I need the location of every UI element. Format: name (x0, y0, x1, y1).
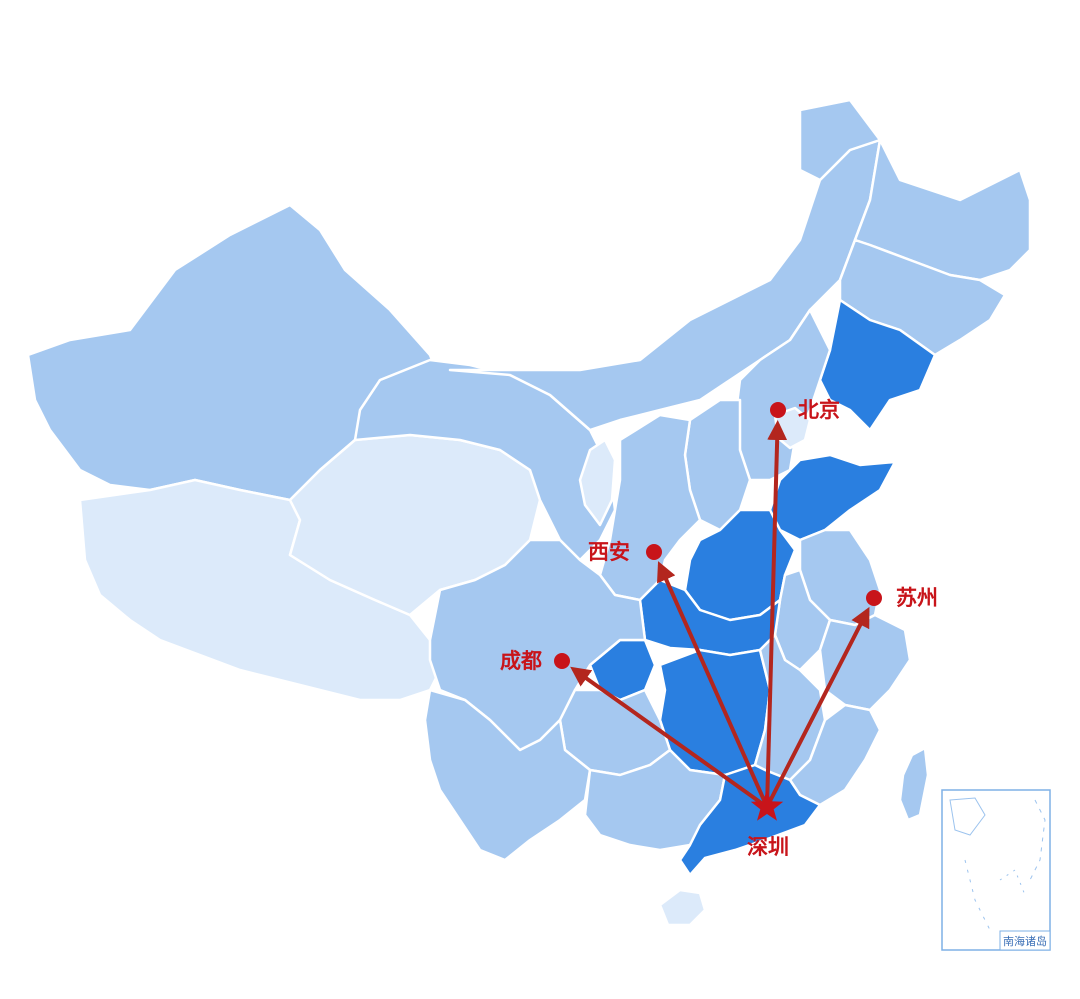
city-dot-xian[interactable] (646, 544, 662, 560)
city-dot-suzhou[interactable] (866, 590, 882, 606)
region-gansu[interactable] (353, 358, 617, 562)
route-arrow-chengdu (570, 666, 769, 809)
route-lines (570, 419, 870, 809)
region-ningxia[interactable] (578, 438, 617, 527)
city-label-suzhou: 苏州 (896, 586, 938, 610)
region-taiwan[interactable] (898, 746, 930, 822)
route-arrow-suzhou (765, 606, 870, 808)
region-shaanxi[interactable] (598, 413, 702, 602)
city-label-chengdu: 成都 (500, 649, 542, 673)
region-guangdong[interactable] (678, 763, 822, 877)
region-hainan[interactable] (658, 888, 707, 927)
city-label-beijing: 北京 (798, 398, 840, 422)
star-icon[interactable] (750, 790, 784, 821)
south-china-sea-inset: 南海诸岛 (941, 789, 1051, 951)
region-fujian[interactable] (788, 703, 882, 807)
region-zhejiang[interactable] (818, 613, 912, 712)
city-label-xian: 西安 (588, 540, 630, 564)
city-dot-beijing[interactable] (770, 402, 786, 418)
province-regions (26, 98, 1032, 927)
city-label-hub: 深圳 (747, 835, 789, 859)
region-yunnan[interactable] (423, 688, 592, 862)
route-arrow-xian (657, 561, 769, 808)
route-arrow-beijing (765, 419, 788, 808)
region-sichuan[interactable] (428, 538, 647, 752)
inset-label: 南海诸岛 (1003, 934, 1047, 948)
region-tibet[interactable] (78, 478, 442, 702)
city-dot-chengdu[interactable] (554, 653, 570, 669)
